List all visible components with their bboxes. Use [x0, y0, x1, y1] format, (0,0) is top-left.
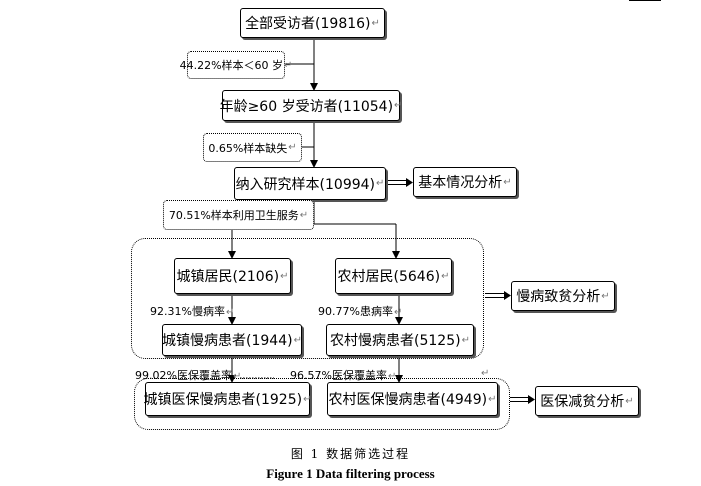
insured-group — [134, 378, 510, 430]
chronic-group — [131, 238, 484, 359]
box-age-60-plus: 年龄≥60 岁受访者(11054)↵ — [220, 90, 402, 121]
double-arrow-basic — [386, 180, 408, 185]
label-urban-rate: 92.31%慢病率↵ — [150, 305, 235, 318]
corner-line — [629, 0, 661, 1]
box-study-sample: 纳入研究样本(10994)↵ — [234, 167, 386, 200]
box-rural-insured: 农村医保慢病患者(4949)↵ — [327, 382, 498, 416]
box-basic-analysis: 基本情况分析↵ — [413, 167, 517, 197]
caption-chinese: 图 1 数据筛选过程 — [290, 447, 411, 461]
box-rural-residents: 农村居民(5646)↵ — [335, 258, 452, 294]
box-rural-chronic: 农村慢病患者(5125)↵ — [326, 324, 474, 356]
note-under-60: 44.22%样本＜60 岁↵ — [180, 51, 292, 79]
note-missing: 0.65%样本缺失↵ — [203, 133, 302, 162]
box-urban-residents: 城镇居民(2106)↵ — [174, 258, 291, 294]
stray-return-mark: ↵ — [481, 368, 490, 379]
label-rural-rate: 90.77%患病率↵ — [318, 305, 403, 318]
box-chronic-poverty: 慢病致贫分析↵ — [511, 281, 615, 311]
box-urban-insured: 城镇医保慢病患者(1925)↵ — [144, 382, 311, 416]
box-urban-chronic: 城镇慢病患者(1944)↵ — [162, 324, 302, 356]
double-arrow-insurance — [510, 397, 530, 402]
note-health-service: 70.51%样本利用卫生服务↵ — [163, 200, 314, 230]
label-urban-coverage: 99.02%医保覆盖率↵ — [135, 369, 242, 382]
box-all-respondents: 全部受访者(19816)↵ — [240, 8, 385, 38]
double-arrow-chronic — [485, 293, 506, 298]
box-insurance-poverty: 医保减贫分析↵ — [535, 386, 639, 416]
caption-english: Figure 1 Data filtering process — [266, 466, 435, 481]
label-rural-coverage: 96.57%医保覆盖率↵ — [290, 369, 397, 382]
